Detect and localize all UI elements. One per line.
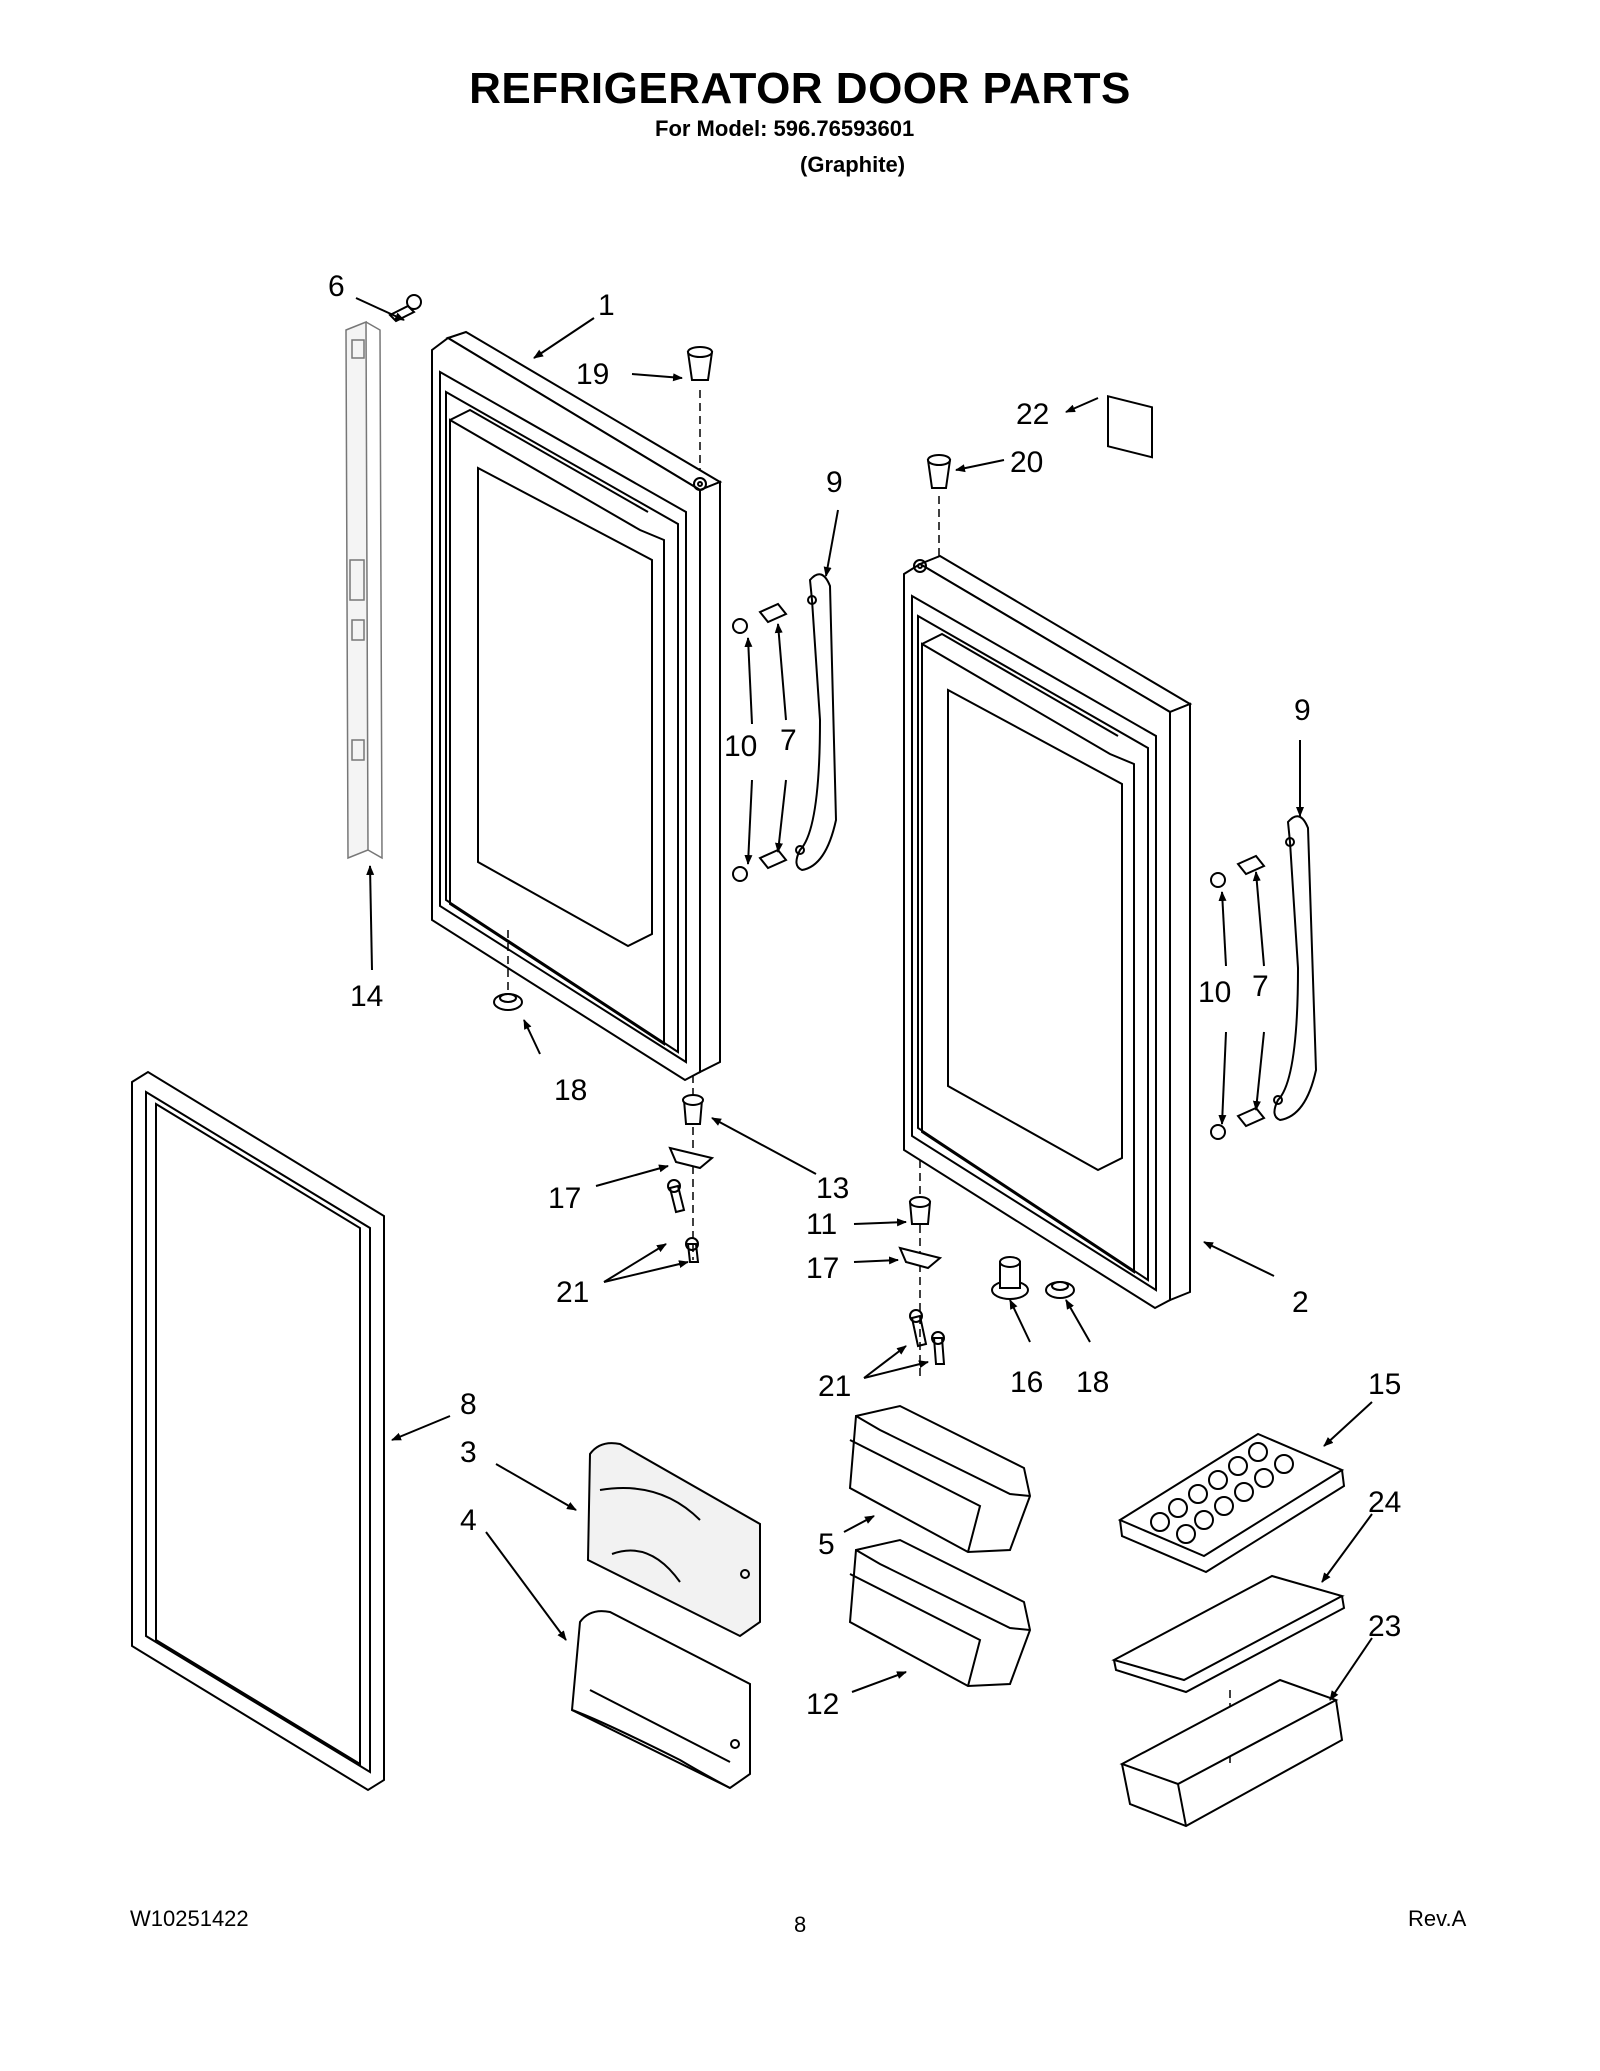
tray-lid-part [1111, 1574, 1346, 1694]
handle-screws-right [1210, 854, 1266, 1140]
washer-part-18-left [493, 930, 523, 1011]
lower-hinge-left [667, 1075, 715, 1263]
callout-7b: 7 [1252, 970, 1269, 1003]
callout-18b: 18 [1076, 1366, 1109, 1399]
right-handle-part [1273, 815, 1318, 1122]
egg-tray-part [1117, 1432, 1346, 1574]
callout-19: 19 [576, 358, 609, 391]
callout-9a: 9 [826, 466, 843, 499]
callout-8: 8 [460, 1388, 477, 1421]
dairy-bin-part [570, 1610, 751, 1790]
door-gasket-part [131, 1070, 385, 1792]
callout-20: 20 [1010, 446, 1043, 479]
callout-18a: 18 [554, 1074, 587, 1107]
callout-9b: 9 [1294, 694, 1311, 727]
lower-hinge-right [898, 1160, 946, 1380]
model-number: For Model: 596.76593601 [655, 116, 915, 141]
left-door-part [431, 330, 723, 1082]
page-title: REFRIGERATOR DOOR PARTS [469, 64, 1131, 113]
callout-17a: 17 [548, 1182, 581, 1215]
left-handle-part [795, 573, 838, 872]
callout-16: 16 [1010, 1366, 1043, 1399]
callout-21b: 21 [818, 1370, 851, 1403]
callout-3: 3 [460, 1436, 477, 1469]
callout-7a: 7 [780, 724, 797, 757]
dairy-door-part [586, 1442, 761, 1638]
door-bin-part-5 [848, 1404, 1032, 1554]
callout-21a: 21 [556, 1276, 589, 1309]
callout-4: 4 [460, 1504, 477, 1537]
revision-label: Rev.A [1408, 1906, 1467, 1931]
callout-22: 22 [1016, 398, 1049, 431]
callout-10a: 10 [724, 730, 757, 763]
document-number: W10251422 [130, 1906, 249, 1931]
callout-12: 12 [806, 1688, 839, 1721]
callout-15: 15 [1368, 1368, 1401, 1401]
washer-part-18-right [1045, 1281, 1075, 1299]
storage-tray-part [1119, 1678, 1344, 1828]
page-number: 8 [794, 1912, 807, 1937]
bushing-part-19 [686, 346, 714, 470]
callout-13: 13 [816, 1172, 849, 1205]
screw-part-6 [388, 294, 422, 323]
bushing-part-20 [926, 454, 952, 556]
callout-5: 5 [818, 1528, 835, 1561]
callout-24: 24 [1368, 1486, 1401, 1519]
handle-screws-left [732, 602, 788, 882]
callout-23: 23 [1368, 1610, 1401, 1643]
right-door-part [903, 554, 1193, 1310]
label-part-22 [1107, 395, 1153, 459]
callout-1: 1 [598, 289, 615, 322]
callout-6: 6 [328, 270, 345, 303]
callout-11: 11 [806, 1208, 837, 1241]
hinge-cover-part [345, 320, 383, 860]
model-color: (Graphite) [800, 152, 906, 177]
callout-10b: 10 [1198, 976, 1231, 1009]
hinge-cam-part-16 [991, 1256, 1029, 1300]
callout-2: 2 [1292, 1286, 1309, 1319]
door-bin-part-12 [848, 1538, 1032, 1688]
callout-17b: 17 [806, 1252, 839, 1285]
callout-14: 14 [350, 980, 383, 1013]
